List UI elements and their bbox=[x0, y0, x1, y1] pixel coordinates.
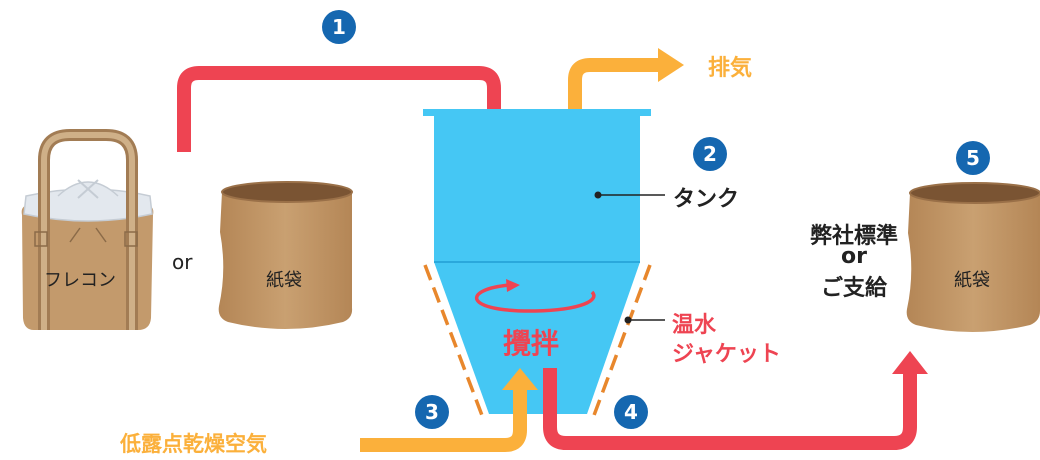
step-badge-4: 4 bbox=[614, 395, 648, 429]
jacket-label-line2: ジャケット bbox=[672, 342, 781, 367]
tank-body bbox=[434, 116, 640, 414]
dry-air-arrow bbox=[360, 388, 527, 452]
exhaust-label: 排気 bbox=[708, 56, 753, 81]
flecon-label: フレコン bbox=[44, 270, 116, 291]
stir-arrow-head bbox=[506, 279, 520, 292]
paper-bag-icon bbox=[218, 181, 353, 329]
supply-label-line1: 弊社標準 bbox=[809, 224, 898, 249]
jacket-pointer-dot bbox=[624, 316, 632, 324]
step-badge-3: 3 bbox=[415, 395, 449, 429]
exhaust-arrow-head bbox=[658, 48, 684, 82]
supply-label-line2: or bbox=[841, 244, 867, 269]
jacket-label-line1: 温水 bbox=[672, 313, 717, 338]
or-label-left: or bbox=[172, 250, 193, 274]
step-badge-2: 2 bbox=[693, 137, 727, 171]
step-badge-5: 5 bbox=[956, 141, 990, 175]
paper-bag-icon-right bbox=[906, 182, 1040, 332]
dry-air-arrow-head bbox=[502, 368, 538, 390]
exhaust-arrow bbox=[568, 58, 660, 172]
flexible-container-bag-icon bbox=[21, 129, 154, 330]
tank-label: タンク bbox=[673, 187, 740, 212]
supply-label-line3: ご支給 bbox=[820, 276, 887, 301]
stir-label: 攪拌 bbox=[503, 327, 560, 360]
jacket-right bbox=[591, 264, 652, 419]
step-badge-1: 1 bbox=[322, 10, 356, 44]
paper-bag-label-right: 紙袋 bbox=[954, 270, 990, 291]
flow-arrow-4 bbox=[543, 368, 917, 450]
tank-pointer-dot bbox=[594, 191, 602, 199]
jacket-left bbox=[423, 264, 485, 419]
stir-arrow bbox=[474, 283, 596, 313]
flow-arrow-1 bbox=[177, 66, 501, 158]
tank-lid bbox=[423, 109, 651, 116]
paper-bag-label-left: 紙袋 bbox=[266, 270, 302, 291]
dry-air-label: 低露点乾燥空気 bbox=[120, 432, 267, 456]
flow-arrow-4-head bbox=[892, 351, 928, 374]
